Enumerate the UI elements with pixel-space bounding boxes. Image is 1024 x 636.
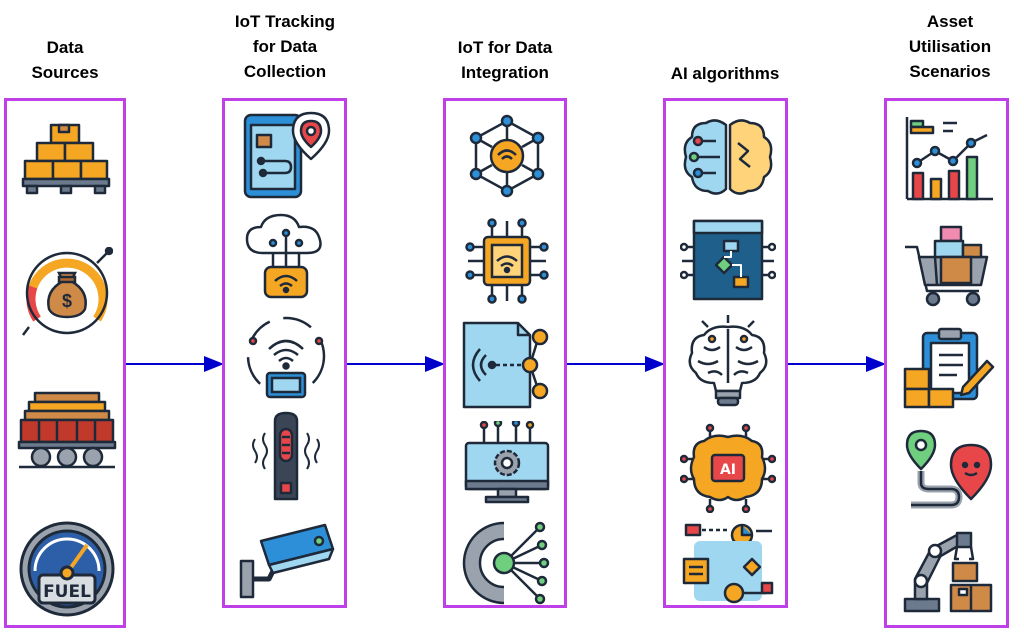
boxes-pallet-icon	[21, 123, 111, 195]
column-iot-integration	[443, 98, 567, 608]
monitor-gear-icon	[464, 421, 550, 504]
route-location-icon	[905, 429, 993, 509]
data-report-flow-icon	[682, 523, 774, 604]
money-bag-gauge-icon: $	[22, 247, 113, 336]
gear-network-icon	[462, 521, 550, 605]
bar-line-chart-icon	[905, 117, 993, 201]
flowchart-window-icon	[680, 219, 776, 301]
column-title-data-sources: Data Sources	[31, 38, 99, 82]
ai-brain-circuit-icon	[683, 119, 773, 195]
column-iot-tracking	[222, 98, 347, 608]
fuel-label: FUEL	[43, 582, 91, 602]
svg-text:AI: AI	[720, 462, 736, 478]
brain-lightbulb-icon	[688, 315, 768, 407]
ai-chip-brain-icon: AI	[680, 423, 776, 513]
column-data-sources: $ FUEL	[4, 98, 126, 628]
column-title-iot-tracking: IoT Tracking for Data Collection	[234, 12, 336, 81]
wireless-tracker-icon	[246, 316, 326, 399]
column-title-ai-algorithms: AI algorithms	[670, 64, 780, 83]
vibration-sensor-icon	[252, 411, 320, 501]
column-asset-utilisation	[884, 98, 1009, 628]
clipboard-boxes-icon	[903, 327, 995, 409]
wifi-network-hub-icon	[469, 114, 545, 198]
column-title-iot-integration: IoT for Data Integration	[457, 38, 553, 82]
cloud-wifi-device-icon	[245, 213, 322, 299]
column-title-asset-utilisation: Asset Utilisation Scenarios	[908, 12, 992, 81]
security-camera-icon	[239, 523, 335, 599]
svg-text:$: $	[62, 291, 72, 311]
robotic-arm-icon	[903, 531, 993, 613]
column-ai-algorithms: AI	[663, 98, 788, 608]
cargo-rail-wagon-icon	[17, 391, 117, 469]
phone-location-tracking-icon	[243, 111, 331, 199]
wifi-chip-icon	[465, 218, 549, 304]
wireless-document-icon	[462, 321, 549, 409]
fuel-gauge-icon: FUEL	[19, 521, 115, 617]
shopping-cart-boxes-icon	[905, 225, 989, 307]
